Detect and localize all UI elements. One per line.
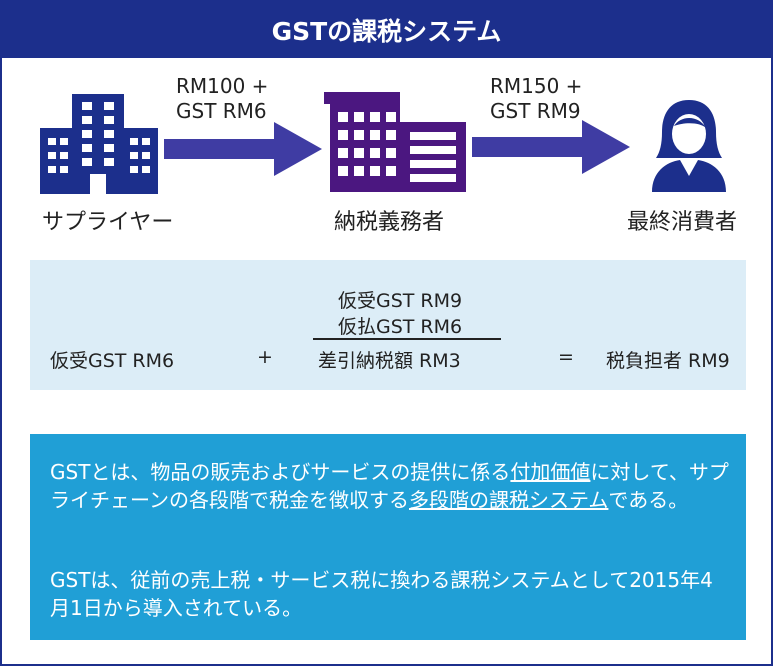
calc-result-term: 差引納税額 RM3 [318, 350, 461, 372]
flow-arrow-1 [164, 122, 322, 176]
arrow2-line2: GST RM9 [490, 99, 581, 123]
arrow1-line1: RM100 + [176, 74, 269, 98]
info-paragraph-2: GSTは、従前の売上税・サービス税に換わる課税システムとして2015年4月1日か… [50, 568, 713, 620]
consumer-label: 最終消費者 [627, 210, 738, 235]
calc-plus: + [257, 346, 273, 368]
arrow2-line1: RM150 + [490, 74, 583, 98]
calc-box [30, 260, 746, 390]
fraction-line [313, 338, 501, 340]
info-p1-text-a: GSTとは、物品の販売およびサービスの提供に係る [50, 460, 511, 484]
value-added-term: 付加価値 [510, 460, 591, 484]
flow-arrow-2 [472, 120, 630, 174]
supplier-building-icon [40, 94, 158, 194]
info-paragraph-1: GSTとは、物品の販売およびサービスの提供に係る付加価値に対して、サプライチェー… [50, 458, 730, 514]
info-p1-text-c: である。 [608, 488, 689, 512]
arrow1-line2: GST RM6 [176, 99, 267, 123]
calc-total: 税負担者 RM9 [606, 350, 730, 372]
multi-stage-tax-term: 多段階の課税システム [409, 488, 609, 512]
consumer-person-icon [652, 100, 726, 192]
info-box: GSTとは、物品の販売およびサービスの提供に係る付加価値に対して、サプライチェー… [30, 434, 746, 640]
calc-left-term: 仮受GST RM6 [50, 350, 175, 372]
calc-equals: = [558, 346, 574, 368]
taxpayer-building-icon [324, 92, 466, 192]
calc-numerator-sub: 仮払GST RM6 [338, 316, 463, 338]
arrow1-label: RM100 + GST RM6 [176, 74, 268, 124]
title-bar: GSTの課税システム [2, 2, 771, 58]
calc-numerator-top: 仮受GST RM9 [338, 290, 463, 312]
supplier-label: サプライヤー [42, 210, 174, 235]
taxpayer-label: 納税義務者 [334, 210, 445, 235]
page-title: GSTの課税システム [271, 17, 502, 46]
arrow2-label: RM150 + GST RM9 [490, 74, 582, 124]
info-p1-text-b: に対して、サプライチェーンの各段階で税金を徴収する [50, 460, 729, 512]
